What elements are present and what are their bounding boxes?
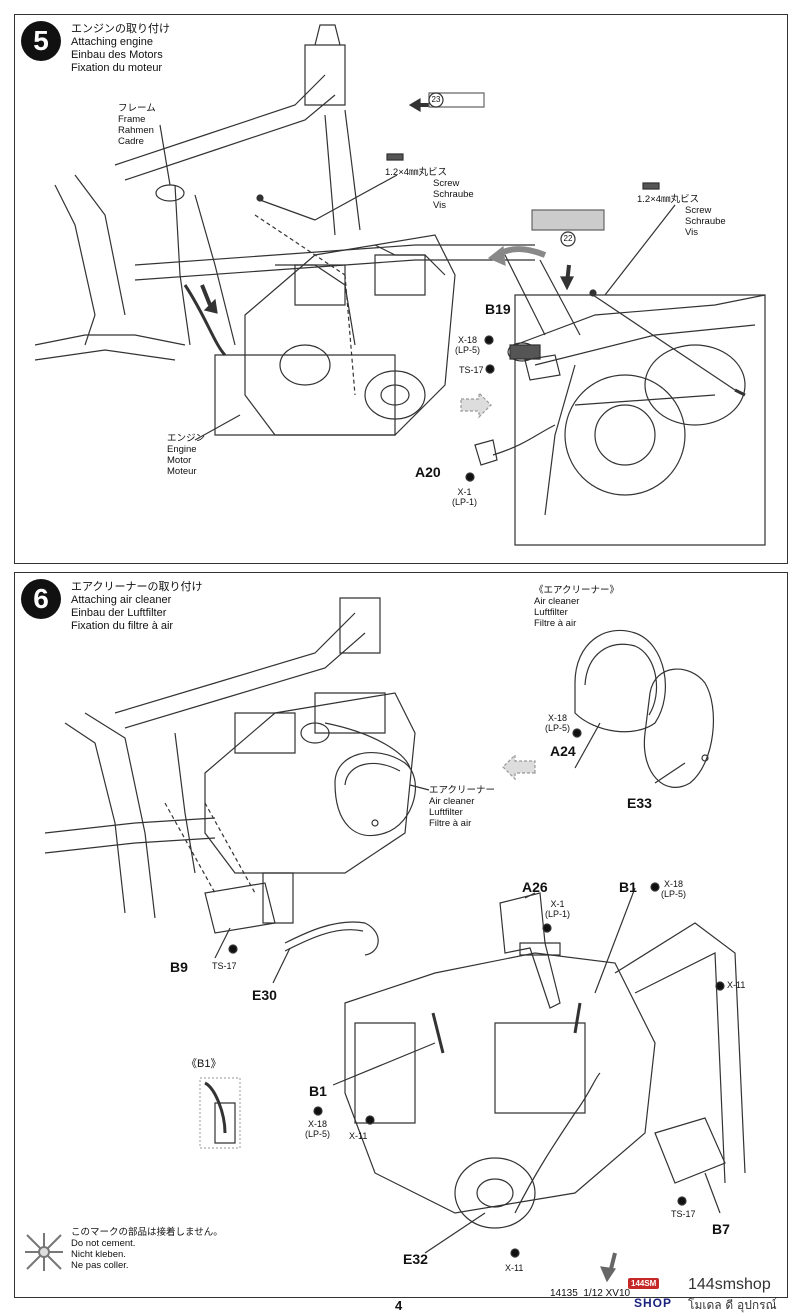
footer-product: 14135 1/12 XV10 (550, 1288, 631, 1299)
part-x11-a: X-11 (727, 980, 746, 990)
step-number: 5 (21, 21, 61, 61)
part-x18-c: X-18 (LP-5) (305, 1119, 331, 1139)
part-e32: E32 (403, 1251, 428, 1267)
part-a24: A24 (550, 743, 576, 759)
watermark-sub: SHOP (634, 1296, 673, 1310)
part-x18: X-18 (LP-5) (455, 335, 481, 355)
part-e33: E33 (627, 795, 652, 811)
part-ts17: TS-17 (459, 365, 484, 375)
frame-label: フレーム Frame Rahmen Cadre (118, 103, 156, 147)
part-b1-a: B1 (619, 879, 637, 895)
watermark-logo: 144SM 144smshop SHOP โมเดล ดี อุปกรณ์ (628, 1276, 798, 1314)
part-e30: E30 (252, 987, 277, 1003)
page-number: 4 (395, 1298, 403, 1313)
watermark-brand: 144smshop (688, 1276, 771, 1293)
aircleaner-inset-title: 《エアクリーナー》 Air cleaner Luftfilter Filtre … (534, 585, 620, 629)
screw-label-right: 1.2×4㎜丸ビス Screw Schraube Vis (637, 194, 726, 238)
no-cement-icon (25, 1233, 63, 1271)
ref-23: 23 (431, 95, 441, 104)
screw-label-left: 1.2×4㎜丸ビス Screw Schraube Vis (385, 167, 474, 211)
engine-assembly-drawing (15, 15, 787, 563)
part-b1-b: B1 (309, 1083, 327, 1099)
part-ts17-a: TS-17 (212, 961, 237, 971)
part-b19: B19 (485, 301, 511, 317)
b1-inset-title: 《B1》 (186, 1058, 222, 1070)
step-number: 6 (21, 579, 61, 619)
part-x18-b: X-18 (LP-5) (661, 879, 687, 899)
part-a20: A20 (415, 464, 441, 480)
engine-label: エンジン Engine Motor Moteur (167, 433, 206, 477)
part-a26: A26 (522, 879, 548, 895)
aircleaner-label: エアクリーナー Air cleaner Luftfilter Filtre à … (429, 785, 496, 829)
step-title: エンジンの取り付け Attaching engine Einbau des Mo… (71, 23, 170, 74)
part-x11-b: X-11 (349, 1131, 368, 1141)
ref-22: 22 (563, 234, 573, 243)
part-x11-c: X-11 (505, 1263, 524, 1273)
part-x1: X-1 (LP-1) (452, 487, 478, 507)
aircleaner-assembly-drawing (15, 573, 787, 1297)
step-title: エアクリーナーの取り付け Attaching air cleaner Einba… (71, 581, 203, 632)
step-5-panel: 5 エンジンの取り付け Attaching engine Einbau des … (14, 14, 788, 564)
part-b7: B7 (712, 1221, 730, 1237)
part-ts17-b: TS-17 (671, 1209, 696, 1219)
part-x18-a: X-18 (LP-5) (545, 713, 571, 733)
step-6-panel: 6 エアクリーナーの取り付け Attaching air cleaner Ein… (14, 572, 788, 1298)
watermark-badge: 144SM (628, 1278, 660, 1289)
watermark-thai: โมเดล ดี อุปกรณ์ (688, 1298, 777, 1312)
part-b9: B9 (170, 959, 188, 975)
part-x1: X-1 (LP-1) (545, 899, 571, 919)
